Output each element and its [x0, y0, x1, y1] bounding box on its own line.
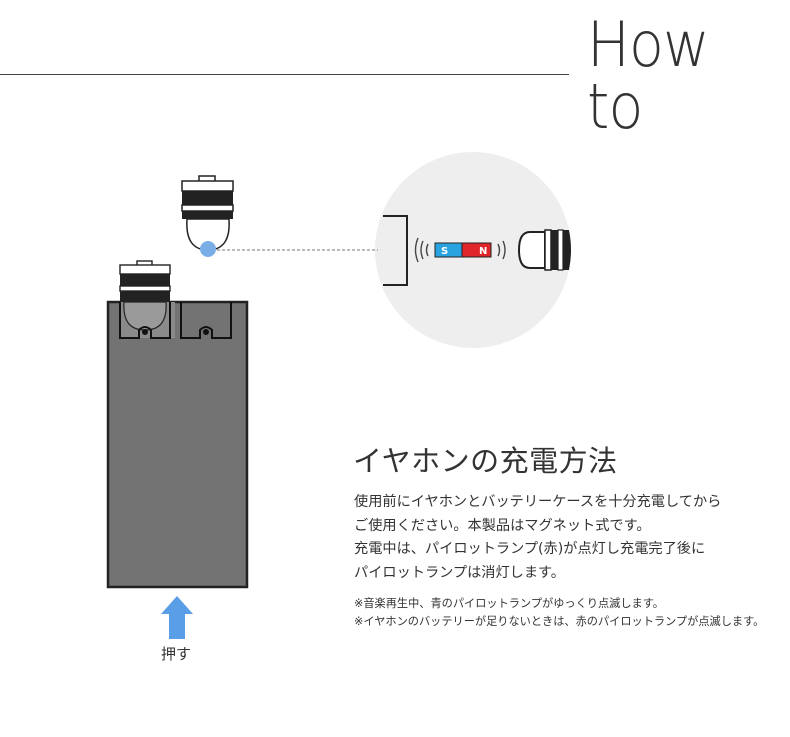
- description: 使用前にイヤホンとバッテリーケースを十分充電してから ご使用ください。本製品はマ…: [354, 491, 721, 585]
- push-arrow-icon: [161, 596, 193, 639]
- page-title: How to: [587, 8, 710, 143]
- case-slot-left: [119, 302, 171, 339]
- section-title: イヤホンの充電方法: [353, 444, 618, 478]
- magnet-dot: [200, 241, 216, 257]
- earphone-tip-side: [517, 229, 571, 271]
- earphone-seated: [119, 260, 171, 331]
- description-line: ご使用ください。本製品はマグネット式です。: [354, 517, 651, 534]
- push-label: 押す: [161, 645, 192, 663]
- note-line: ※音楽再生中、青のパイロットランプがゆっくり点滅します。: [354, 597, 664, 610]
- description-line: 使用前にイヤホンとバッテリーケースを十分充電してから: [354, 494, 722, 510]
- magnet-north-label: N: [479, 246, 487, 257]
- magnet-south-label: S: [441, 246, 448, 257]
- description-line: 充電中は、パイロットランプ(赤)が点灯し充電完了後に: [354, 541, 706, 557]
- case-edge: [383, 215, 408, 286]
- magnet-north: [461, 242, 492, 258]
- magnet-south: [434, 242, 463, 258]
- header-divider: [0, 74, 569, 75]
- notes: ※音楽再生中、青のパイロットランプがゆっくり点滅します。 ※イヤホンのバッテリー…: [354, 595, 764, 631]
- charging-case: [106, 260, 249, 589]
- earphone-top: [181, 175, 234, 257]
- note-line: ※イヤホンのバッテリーが足りないときは、赤のパイロットランプが点滅します。: [354, 615, 765, 628]
- case-slot-right: [180, 302, 232, 339]
- magnet-detail-zoom: S N: [375, 152, 571, 348]
- description-line: パイロットランプは消灯します。: [354, 564, 565, 581]
